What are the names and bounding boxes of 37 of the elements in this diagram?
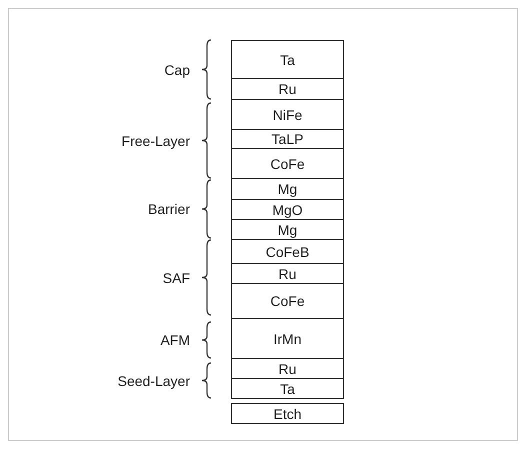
layer-name: NiFe (272, 108, 302, 122)
layer-group-label: Barrier (148, 201, 190, 217)
layer-name: IrMn (274, 332, 302, 346)
layer-name: Ru (278, 82, 296, 96)
layer-box (231, 148, 344, 179)
layer-box (231, 378, 344, 399)
layer-name: MgO (272, 202, 303, 216)
layer-name: Etch (273, 406, 302, 420)
layer-box (231, 318, 344, 359)
layer-name: CoFe (270, 156, 305, 170)
layer-name: Ru (278, 362, 296, 376)
layer-box (231, 199, 344, 220)
layer-box (231, 78, 344, 100)
layer-name: Mg (278, 222, 298, 236)
layer-box (231, 239, 344, 264)
layer-box (231, 358, 344, 379)
layer-group-label: Free-Layer (122, 132, 190, 148)
layer-box (231, 403, 344, 424)
layer-name: CoFeB (266, 244, 310, 258)
layer-group-label: Seed-Layer (118, 372, 190, 388)
layer-group-label: AFM (160, 332, 190, 348)
layer-box (231, 178, 344, 200)
layer-name: Ru (278, 266, 296, 280)
layer-name: CoFe (270, 294, 305, 308)
layer-group-box (231, 178, 344, 240)
layer-box (231, 219, 344, 240)
layer-name: Ta (280, 382, 295, 396)
layer-group-label: Cap (164, 62, 190, 78)
layer-box (231, 129, 344, 149)
layer-box (231, 99, 344, 130)
layer-box (231, 40, 344, 79)
layer-box (231, 263, 344, 284)
layer-box (231, 283, 344, 319)
layer-name: Ta (280, 52, 295, 66)
layer-group-label: SAF (162, 270, 190, 286)
layer-name: TaLP (272, 132, 304, 146)
layer-name: Mg (278, 182, 298, 196)
